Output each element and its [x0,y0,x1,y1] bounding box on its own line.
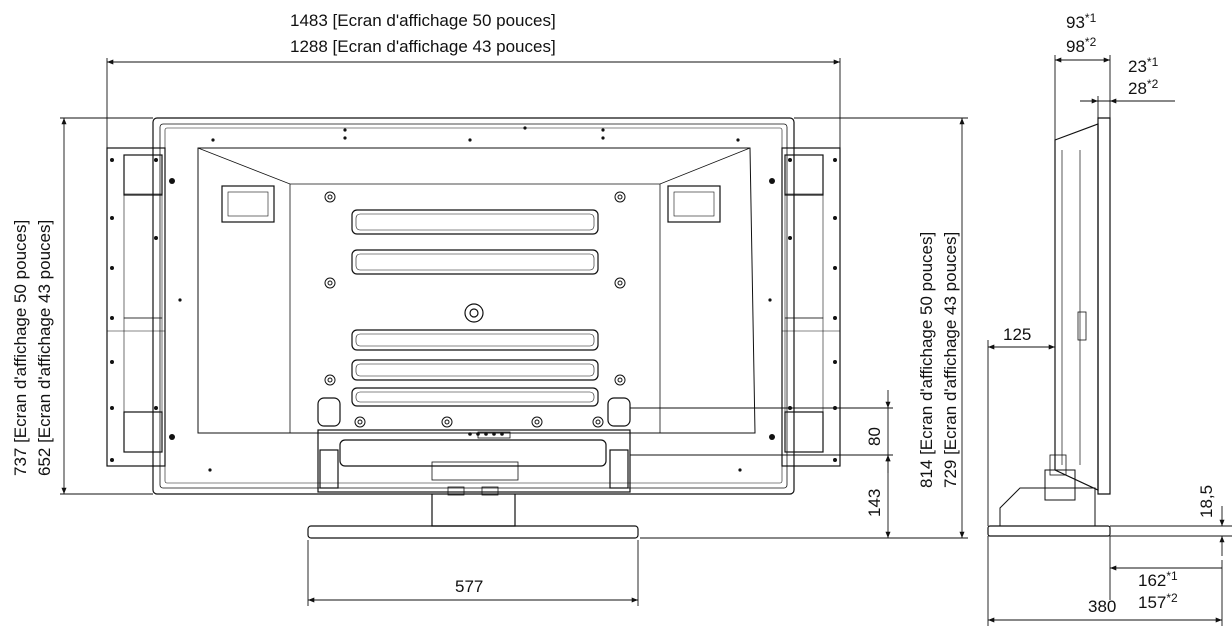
side-panel [1097,117,1111,495]
height-label-43: 652 [Ecran d'affichage 43 pouces] [35,219,54,476]
stand-width-label: 577 [455,577,484,596]
height-label-50: 737 [Ecran d'affichage 50 pouces] [11,219,30,476]
left-bracket [106,147,166,467]
stand-front-label-2: 157*2 [1138,591,1178,612]
side-offset-label: 125 [1003,325,1032,344]
total-height-label-50: 814 [Ecran d'affichage 50 pouces] [917,231,936,488]
stand-front-label-1: 162*1 [1138,569,1178,590]
vent-slot [351,329,599,351]
panel-depth-label-1: 23*1 [1128,55,1159,76]
rear-view [106,117,841,539]
rear-cover [197,147,756,434]
vent-slot [351,387,599,407]
left-handle [221,185,275,223]
stand-depth-label: 380 [1088,597,1117,616]
stand-thickness-label: 18,5 [1197,484,1216,518]
vent-slot [351,249,599,275]
total-height-label-43: 729 [Ecran d'affichage 43 pouces] [941,231,960,488]
width-label-50: 1483 [Ecran d'affichage 50 pouces] [290,11,556,30]
base-height-label: 143 [865,488,884,517]
stand-base [307,525,639,539]
vent-slot [351,209,599,235]
right-bracket [781,147,841,467]
panel-depth-label-2: 28*2 [1128,77,1159,98]
display-frame [152,117,795,495]
vent-slot [351,359,599,381]
stand-neck [317,429,631,493]
dimension-lines [60,55,1232,626]
stand-pedestal [431,494,516,527]
display-frame-inner [159,123,788,489]
side-stand [999,487,1096,527]
depth-label-1: 93*1 [1066,11,1097,32]
center-mount [464,303,484,323]
bracket-gap-label: 80 [865,427,884,446]
depth-label-2: 98*2 [1066,35,1097,56]
side-view [987,117,1111,537]
width-label-43: 1288 [Ecran d'affichage 43 pouces] [290,37,556,56]
right-handle [667,185,721,223]
